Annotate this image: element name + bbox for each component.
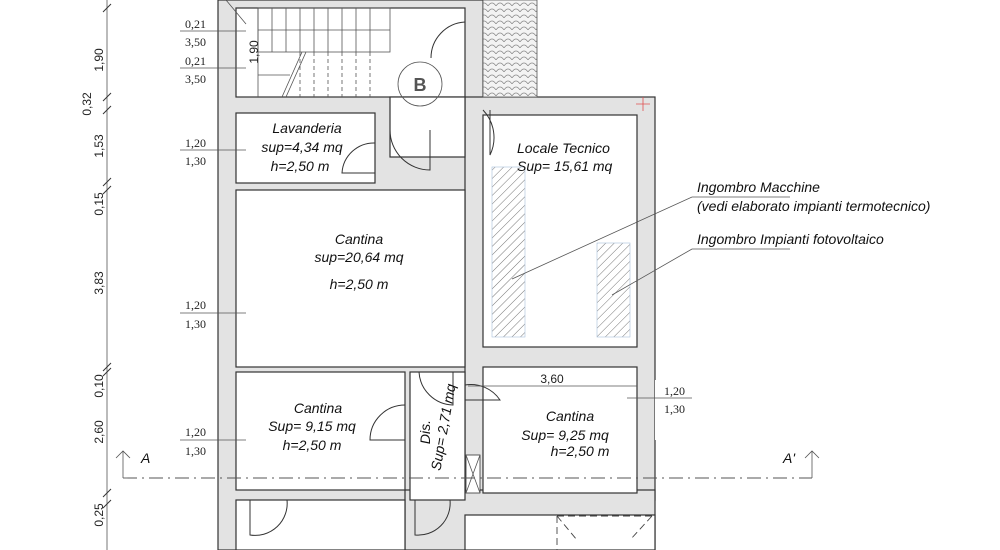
svg-text:Sup= 15,61 mq: Sup= 15,61 mq <box>517 158 613 174</box>
svg-text:sup=4,34 mq: sup=4,34 mq <box>261 139 343 155</box>
section-line <box>115 450 820 479</box>
svg-text:1,30: 1,30 <box>664 402 685 416</box>
svg-text:Cantina: Cantina <box>294 400 342 416</box>
svg-text:Cantina: Cantina <box>546 408 594 424</box>
pv-leader <box>611 248 790 296</box>
annotation-machines-note: (vedi elaborato impianti termotecnico) <box>697 198 930 214</box>
stair-marker-circle <box>397 61 443 107</box>
svg-text:1,30: 1,30 <box>185 317 206 331</box>
window-labels: 0,21 3,50 0,21 3,50 1,20 1,30 1,20 1,30 … <box>180 17 692 458</box>
svg-text:0,21: 0,21 <box>185 17 206 31</box>
room-cantina-left <box>235 371 406 491</box>
svg-text:sup=20,64 mq: sup=20,64 mq <box>314 249 403 265</box>
label-cantina-left: Cantina Sup= 9,15 mq h=2,50 m <box>268 400 356 453</box>
svg-text:1,20: 1,20 <box>185 425 206 439</box>
doors <box>249 21 501 536</box>
room-cantina-large <box>235 189 466 368</box>
dim-7: 2,60 <box>92 420 106 444</box>
svg-text:Cantina: Cantina <box>335 231 383 247</box>
room-dis <box>409 371 466 501</box>
label-cantina-large: Cantina sup=20,64 mq h=2,50 m <box>314 231 403 292</box>
svg-text:0,21: 0,21 <box>185 54 206 68</box>
dashed-outline <box>556 515 653 550</box>
svg-text:Locale Tecnico: Locale Tecnico <box>517 140 610 156</box>
section-label-left: A <box>140 450 150 466</box>
width-dimension: 3,60 <box>540 372 564 386</box>
svg-text:1,20: 1,20 <box>185 136 206 150</box>
svg-text:h=2,50 m: h=2,50 m <box>330 276 389 292</box>
dim-1: 1,90 <box>92 48 106 72</box>
dim-6: 0,10 <box>92 374 106 398</box>
vertical-dimension-chain: 1,90 0,32 1,53 0,15 3,83 0,10 2,60 0,25 <box>80 0 112 550</box>
svg-text:h=2,50 m: h=2,50 m <box>551 443 610 459</box>
label-lavanderia: Lavanderia sup=4,34 mq h=2,50 m <box>261 120 343 174</box>
dim-3: 1,53 <box>92 134 106 158</box>
stair-marker-label: B <box>414 75 427 95</box>
room-lavanderia <box>235 112 376 184</box>
pv-footprint <box>596 242 631 338</box>
svg-text:h=2,50 m: h=2,50 m <box>271 158 330 174</box>
dim-4: 0,15 <box>92 192 106 216</box>
svg-text:1,30: 1,30 <box>185 154 206 168</box>
svg-text:3,50: 3,50 <box>185 35 206 49</box>
dim-2: 0,32 <box>80 92 94 116</box>
stair-dimension: 1,90 <box>247 40 261 64</box>
svg-text:h=2,50 m: h=2,50 m <box>283 437 342 453</box>
stair-room <box>235 7 466 98</box>
dim-5: 3,83 <box>92 271 106 295</box>
room-cantina-right <box>482 366 638 494</box>
annotation-pv: Ingombro Impianti fotovoltaico <box>697 231 884 247</box>
machines-footprint <box>491 166 526 338</box>
label-cantina-right: Cantina Sup= 9,25 mq h=2,50 m <box>521 408 609 459</box>
svg-text:Sup= 9,15 mq: Sup= 9,15 mq <box>268 418 356 434</box>
annotation-machines: Ingombro Macchine <box>697 179 820 195</box>
svg-text:Lavanderia: Lavanderia <box>272 120 341 136</box>
svg-text:1,30: 1,30 <box>185 444 206 458</box>
section-label-right: A' <box>782 450 796 466</box>
svg-text:Dis.: Dis. <box>417 420 433 444</box>
staircase <box>225 0 391 98</box>
machines-leader <box>511 196 790 280</box>
svg-text:Sup= 9,25 mq: Sup= 9,25 mq <box>521 427 609 443</box>
svg-text:1,20: 1,20 <box>185 298 206 312</box>
tiled-strip <box>482 0 538 98</box>
label-locale-tecnico: Locale Tecnico Sup= 15,61 mq <box>517 140 613 174</box>
crosshair-marker <box>636 97 650 111</box>
dim-8: 0,25 <box>92 503 106 527</box>
svg-text:3,50: 3,50 <box>185 72 206 86</box>
svg-text:1,20: 1,20 <box>664 384 685 398</box>
